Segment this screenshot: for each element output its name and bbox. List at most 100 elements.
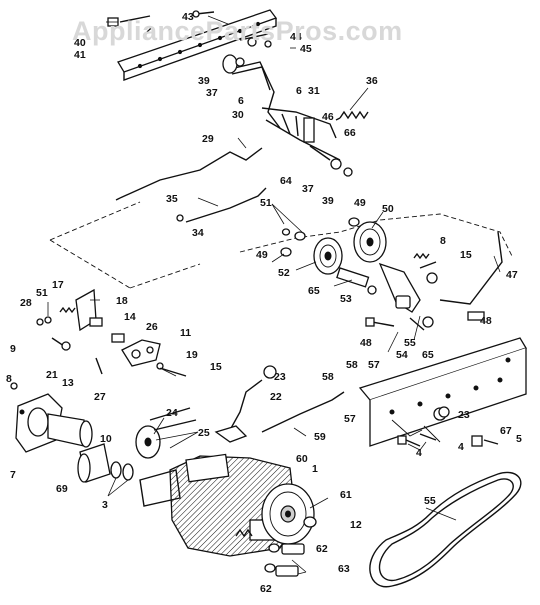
callout-26: 26 bbox=[146, 321, 158, 333]
small-parts-right bbox=[397, 433, 499, 447]
callout-58b: 58 bbox=[322, 371, 334, 383]
bearing-69 bbox=[77, 443, 111, 483]
callout-24: 24 bbox=[166, 407, 178, 419]
drive-hub bbox=[10, 382, 93, 453]
callout-36: 36 bbox=[366, 75, 378, 87]
upper-frame-plate bbox=[117, 9, 278, 81]
callout-61: 61 bbox=[340, 489, 352, 501]
callout-67: 67 bbox=[500, 425, 512, 437]
callout-44: 44 bbox=[290, 31, 302, 43]
callout-35: 35 bbox=[166, 193, 178, 205]
callout-55: 55 bbox=[404, 337, 416, 349]
idler-pulley-50 bbox=[353, 221, 387, 263]
callout-28: 28 bbox=[20, 297, 32, 309]
callout-18: 18 bbox=[116, 295, 128, 307]
callout-37: 37 bbox=[206, 87, 218, 99]
callout-29: 29 bbox=[202, 133, 214, 145]
callout-1: 1 bbox=[312, 463, 318, 475]
callout-64: 64 bbox=[280, 175, 292, 187]
leader-lines bbox=[47, 15, 501, 575]
callout-53: 53 bbox=[340, 293, 352, 305]
callout-17: 17 bbox=[52, 279, 64, 291]
left-bracket bbox=[36, 288, 103, 351]
callout-69: 69 bbox=[56, 483, 68, 495]
callout-15b: 15 bbox=[210, 361, 222, 373]
idler-pulley-52 bbox=[313, 237, 343, 275]
callout-49: 49 bbox=[354, 197, 366, 209]
callout-57b: 57 bbox=[344, 413, 356, 425]
callout-59: 59 bbox=[314, 431, 326, 443]
spring-36 bbox=[335, 110, 369, 121]
callout-21: 21 bbox=[46, 369, 58, 381]
nut-12 bbox=[303, 516, 317, 528]
callout-55b: 55 bbox=[424, 495, 436, 507]
callout-12: 12 bbox=[350, 519, 362, 531]
control-rod-29 bbox=[115, 147, 263, 201]
callout-43: 43 bbox=[182, 11, 194, 23]
callout-15: 15 bbox=[460, 249, 472, 261]
pulley-washers bbox=[280, 217, 360, 257]
washers-3 bbox=[110, 461, 134, 481]
callout-49b: 49 bbox=[256, 249, 268, 261]
callout-65b: 65 bbox=[422, 349, 434, 361]
callout-34: 34 bbox=[192, 227, 204, 239]
callout-37b: 37 bbox=[302, 183, 314, 195]
callout-13: 13 bbox=[62, 377, 74, 389]
callout-23: 23 bbox=[274, 371, 286, 383]
callout-8b: 8 bbox=[6, 373, 12, 385]
callout-47: 47 bbox=[506, 269, 518, 281]
callout-4b: 4 bbox=[416, 447, 422, 459]
callout-48: 48 bbox=[480, 315, 492, 327]
callout-8: 8 bbox=[440, 235, 446, 247]
callout-48b: 48 bbox=[360, 337, 372, 349]
rod-35 bbox=[176, 187, 267, 223]
callout-10: 10 bbox=[100, 433, 112, 445]
bolts-62-63 bbox=[264, 543, 305, 577]
bracket-11 bbox=[95, 333, 187, 377]
callout-4: 4 bbox=[458, 441, 464, 453]
callout-19: 19 bbox=[186, 349, 198, 361]
bolt-48 bbox=[365, 317, 395, 327]
idler-bracket bbox=[336, 252, 438, 331]
callout-58: 58 bbox=[346, 359, 358, 371]
callout-62b: 62 bbox=[260, 583, 272, 595]
callout-30: 30 bbox=[232, 109, 244, 121]
drive-belt-55 bbox=[369, 471, 522, 588]
callout-63: 63 bbox=[338, 563, 350, 575]
callout-23b: 23 bbox=[458, 409, 470, 421]
callout-9: 9 bbox=[10, 343, 16, 355]
shift-lever bbox=[222, 54, 353, 177]
knob-23-right bbox=[438, 406, 450, 418]
callout-6: 6 bbox=[238, 95, 244, 107]
callout-66: 66 bbox=[344, 127, 356, 139]
callout-40: 40 bbox=[74, 37, 86, 49]
callout-2: 2 bbox=[146, 24, 152, 36]
callout-11: 11 bbox=[180, 327, 191, 339]
callout-51: 51 bbox=[260, 197, 272, 209]
callout-54: 54 bbox=[396, 349, 408, 361]
callout-3: 3 bbox=[102, 499, 108, 511]
callout-5: 5 bbox=[516, 433, 522, 445]
callout-27: 27 bbox=[94, 391, 106, 403]
callout-52: 52 bbox=[278, 267, 290, 279]
shift-knob-lever bbox=[214, 365, 277, 443]
transaxle-pulley-61 bbox=[261, 483, 315, 545]
shift-rod-59 bbox=[261, 391, 345, 433]
callout-51b: 51 bbox=[36, 287, 48, 299]
callout-7: 7 bbox=[10, 469, 16, 481]
callout-46: 46 bbox=[322, 111, 334, 123]
callout-60: 60 bbox=[296, 453, 308, 465]
callout-65: 65 bbox=[308, 285, 320, 297]
callout-14: 14 bbox=[124, 311, 136, 323]
callout-41: 41 bbox=[74, 49, 86, 61]
callout-39: 39 bbox=[198, 75, 210, 87]
callout-31: 31 bbox=[308, 85, 320, 97]
rod-47 bbox=[439, 231, 503, 321]
callout-25: 25 bbox=[198, 427, 210, 439]
callout-22: 22 bbox=[270, 391, 282, 403]
callout-45: 45 bbox=[300, 43, 312, 55]
callout-57: 57 bbox=[368, 359, 380, 371]
transaxle bbox=[139, 453, 297, 557]
